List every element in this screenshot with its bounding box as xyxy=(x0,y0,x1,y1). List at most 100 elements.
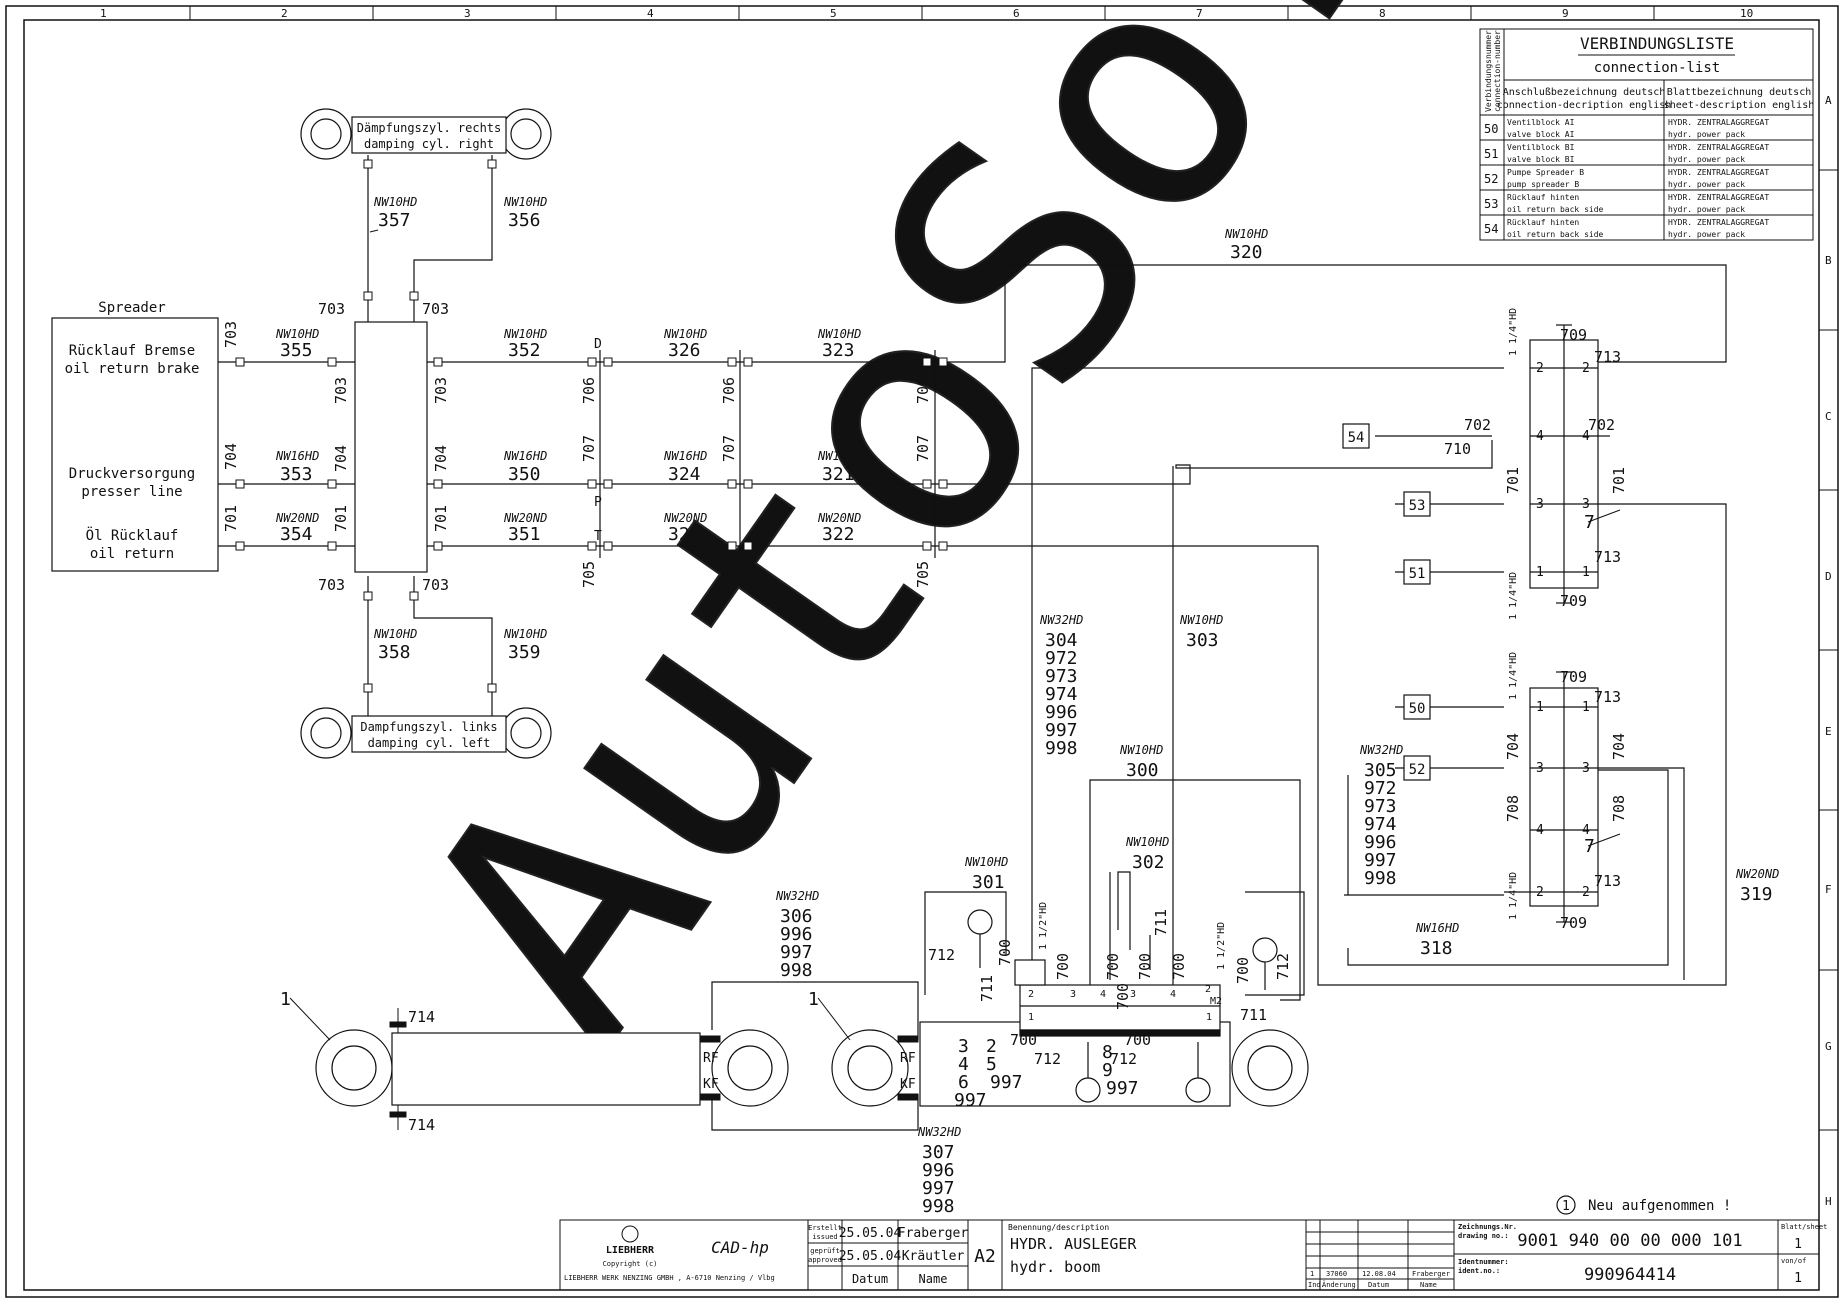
sheet-number: 1 xyxy=(1794,1237,1802,1252)
title-block xyxy=(559,1219,1820,1291)
connection-row-desc-de: Rücklauf hinten xyxy=(1507,193,1579,202)
issued-name: Fraberger xyxy=(898,1226,969,1241)
pipe-spec: NW20ND xyxy=(503,511,547,525)
pump-block xyxy=(967,909,1278,1103)
fitting-number: 703 xyxy=(422,576,449,594)
port-letter-rf: RF xyxy=(900,1051,916,1066)
item-callout: 4 xyxy=(958,1054,969,1075)
part-number: 973 xyxy=(1364,796,1397,817)
fitting-number: 701 xyxy=(332,505,350,532)
spreader-port-1-en: oil return brake xyxy=(65,361,200,377)
item-callout: 9 xyxy=(1102,1060,1113,1081)
fitting-number: 704 xyxy=(332,445,350,472)
block-port: 3 xyxy=(1536,497,1544,512)
connection-list xyxy=(1479,28,1814,241)
pipe-spec: NW32HD xyxy=(1039,613,1083,627)
fitting-number: 708 xyxy=(1610,795,1628,822)
damping-right-label-de: Dämpfungszyl. rechts xyxy=(357,121,502,135)
pipe-spec: NW10HD xyxy=(1224,227,1268,241)
connection-row-desc-de: Rücklauf hinten xyxy=(1507,218,1579,227)
line-number: 322 xyxy=(822,524,855,545)
item-callout: 1 xyxy=(280,989,291,1010)
fitting-number: 712 xyxy=(1034,1050,1061,1068)
revision-header-change: Änderung xyxy=(1322,1280,1356,1289)
fitting-number: 709 xyxy=(1560,668,1587,686)
block-port: 1 xyxy=(1206,1012,1212,1023)
grid-row-a: A xyxy=(1825,94,1832,107)
block-port: 2 xyxy=(1028,989,1034,1000)
connector-52: 52 xyxy=(1409,762,1426,778)
line-number: 358 xyxy=(378,642,411,663)
grid-col-6: 6 xyxy=(1013,7,1020,20)
grid-row-f: F xyxy=(1825,883,1832,896)
description-label: Benennung/description xyxy=(1008,1223,1109,1232)
item-callout: 7 xyxy=(1584,512,1595,533)
block-port: 4 xyxy=(1582,823,1590,838)
grid-col-2: 2 xyxy=(281,7,288,20)
connection-row-desc-en: oil return back side xyxy=(1507,205,1604,214)
part-number: 998 xyxy=(922,1196,955,1217)
port-size-label: 1 1/4"HD xyxy=(1508,308,1519,356)
grid-col-5: 5 xyxy=(830,7,837,20)
approved-label-en: approved xyxy=(808,1256,842,1264)
part-number: 997 xyxy=(1045,720,1078,741)
fittings xyxy=(235,159,948,693)
pipe-spec: NW10HD xyxy=(1179,613,1223,627)
line-number: 351 xyxy=(508,524,541,545)
ident-number-label-de: Identnummer: xyxy=(1458,1258,1509,1266)
pipe-spec: NW10HD xyxy=(1119,743,1163,757)
grid-row-e: E xyxy=(1825,725,1832,738)
pipe-spec: NW10HD xyxy=(503,327,547,341)
fitting-number: 701 xyxy=(1504,467,1522,494)
grid-col-8: 8 xyxy=(1379,7,1386,20)
part-number: 996 xyxy=(922,1160,955,1181)
block-port: 1 xyxy=(1028,1012,1034,1023)
fitting-number: 707 xyxy=(720,435,738,462)
fitting-number: 711 xyxy=(1152,909,1170,936)
fitting-number: 700 xyxy=(1104,953,1122,980)
ident-number-label-en: ident.no.: xyxy=(1458,1267,1500,1275)
revision-header-name: Name xyxy=(1420,1281,1437,1289)
pipe-spec: NW20ND xyxy=(817,511,861,525)
item-callout: 3 xyxy=(958,1036,969,1057)
fitting-number: 700 xyxy=(1234,957,1252,984)
fitting-number: 703 xyxy=(222,321,240,348)
fitting-number: 707 xyxy=(580,435,598,462)
line-number: 319 xyxy=(1740,884,1773,905)
spreader-port-1-de: Rücklauf Bremse xyxy=(69,343,195,359)
sheet-label: Blatt/sheet xyxy=(1781,1223,1827,1231)
block-port: 4 xyxy=(1536,429,1544,444)
ident-number: 990964414 xyxy=(1584,1265,1676,1285)
line-number: 354 xyxy=(280,524,313,545)
fitting-number: 712 xyxy=(928,946,955,964)
pipe-spec: NW32HD xyxy=(775,889,819,903)
fitting-number: 712 xyxy=(1274,953,1292,980)
spreader-port-3-en: oil return xyxy=(90,546,174,562)
issued-label-de: Erstellt xyxy=(808,1224,842,1232)
item-callout: 1 xyxy=(808,989,819,1010)
line-number: 324 xyxy=(668,464,701,485)
line-number: 359 xyxy=(508,642,541,663)
approved-name: Kräutler xyxy=(902,1249,965,1264)
fitting-number: 700 xyxy=(1114,983,1132,1010)
part-number: 973 xyxy=(1045,666,1078,687)
approved-date: 25.05.04 xyxy=(839,1249,902,1264)
port-letter-rf: RF xyxy=(703,1051,719,1066)
fitting-number: 703 xyxy=(432,377,450,404)
fitting-number: 703 xyxy=(422,300,449,318)
damping-left-label-en: damping cyl. left xyxy=(368,736,491,750)
connection-row-desc-de: Pumpe Spreader B xyxy=(1507,168,1584,177)
connection-row-desc-en: valve block BI xyxy=(1507,155,1575,164)
item-callout: 997 xyxy=(954,1090,987,1111)
watermark: AutoSoft xyxy=(349,0,1575,1105)
part-number: 997 xyxy=(780,942,813,963)
connection-row-sheet-en: hydr. power pack xyxy=(1668,205,1745,214)
fitting-number: 704 xyxy=(1610,733,1628,760)
drawing-number-label-de: Zeichnungs.Nr. xyxy=(1458,1223,1517,1231)
pipe-spec: NW10HD xyxy=(503,627,547,641)
company-address: LIEBHERR WERK NENZING GMBH , A-6710 Nenz… xyxy=(564,1274,775,1282)
fitting-number: 705 xyxy=(914,561,932,588)
line-number: 300 xyxy=(1126,760,1159,781)
issued-label-en: issued xyxy=(812,1233,837,1241)
line-number: 356 xyxy=(508,210,541,231)
